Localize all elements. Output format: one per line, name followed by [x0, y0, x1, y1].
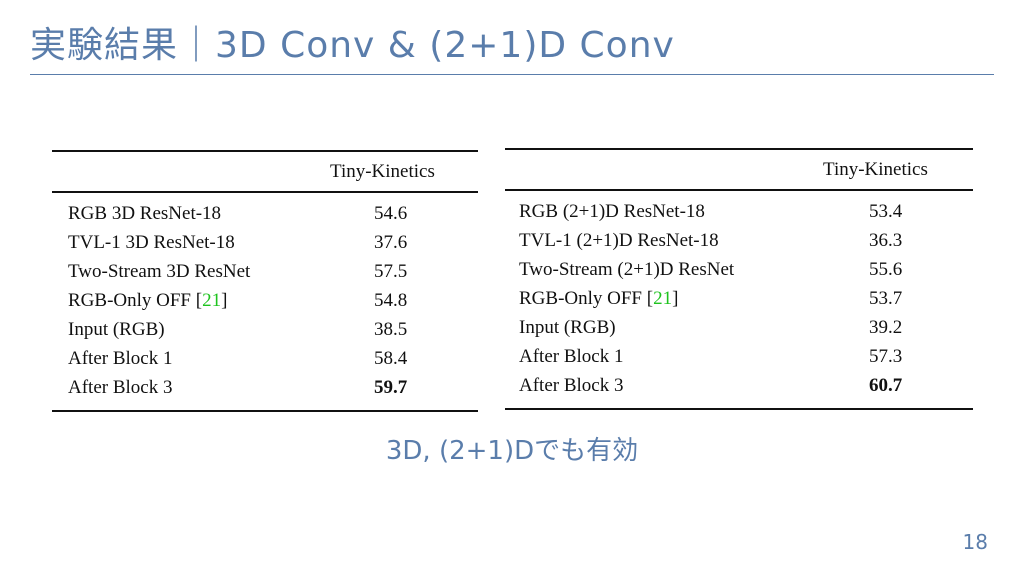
table-row: RGB-Only OFF [21] 54.8 — [52, 286, 478, 315]
score-value: 57.3 — [869, 346, 903, 367]
best-score-value: 59.7 — [374, 377, 408, 398]
method-name: Two-Stream 3D ResNet — [68, 261, 251, 282]
page-number: 18 — [962, 530, 988, 554]
score-value: 36.3 — [869, 230, 903, 251]
column-header-tiny-kinetics: Tiny-Kinetics — [330, 161, 435, 182]
method-name-suffix: ] — [672, 288, 679, 309]
method-name: Two-Stream (2+1)D ResNet — [519, 259, 735, 280]
score-value: 39.2 — [869, 317, 903, 338]
score-value: 37.6 — [374, 232, 408, 253]
table-row: After Block 3 59.7 — [52, 373, 478, 411]
table-row: RGB-Only OFF [21] 53.7 — [505, 284, 973, 313]
method-name: RGB-Only OFF [21] — [52, 286, 374, 315]
method-name: After Block 3 — [519, 375, 624, 396]
table-3d-conv-results: Tiny-Kinetics RGB 3D ResNet-18 54.6 TVL-… — [52, 150, 478, 412]
table-row: Two-Stream (2+1)D ResNet 55.6 — [505, 255, 973, 284]
table-row: RGB 3D ResNet-18 54.6 — [52, 192, 478, 228]
score-value: 53.7 — [869, 288, 903, 309]
table-row: Input (RGB) 39.2 — [505, 313, 973, 342]
table-row: After Block 1 58.4 — [52, 344, 478, 373]
score-value: 53.4 — [869, 201, 903, 222]
table-row: TVL-1 (2+1)D ResNet-18 36.3 — [505, 226, 973, 255]
method-name: TVL-1 3D ResNet-18 — [68, 232, 235, 253]
best-score-value: 60.7 — [869, 375, 903, 396]
table-row: After Block 3 60.7 — [505, 371, 973, 409]
slide-title: 実験結果｜3D Conv & (2+1)D Conv — [30, 25, 675, 66]
method-name: RGB 3D ResNet-18 — [68, 203, 222, 224]
method-name: After Block 1 — [519, 346, 624, 367]
citation-link[interactable]: 21 — [202, 290, 222, 311]
method-name-prefix: RGB-Only OFF [ — [519, 288, 654, 309]
score-value: 54.8 — [374, 290, 408, 311]
table-row: Input (RGB) 38.5 — [52, 315, 478, 344]
table-2plus1d-conv-results: Tiny-Kinetics RGB (2+1)D ResNet-18 53.4 … — [505, 148, 973, 410]
table-row: Two-Stream 3D ResNet 57.5 — [52, 257, 478, 286]
citation-link[interactable]: 21 — [653, 288, 673, 309]
method-name: After Block 1 — [68, 348, 173, 369]
score-value: 54.6 — [374, 203, 408, 224]
table-header-row: Tiny-Kinetics — [505, 149, 973, 190]
score-value: 58.4 — [374, 348, 408, 369]
score-value: 55.6 — [869, 259, 903, 280]
table-row: After Block 1 57.3 — [505, 342, 973, 371]
method-name: After Block 3 — [68, 377, 173, 398]
method-name: Input (RGB) — [519, 317, 616, 338]
method-name: RGB (2+1)D ResNet-18 — [519, 201, 705, 222]
table-row: TVL-1 3D ResNet-18 37.6 — [52, 228, 478, 257]
method-name-suffix: ] — [221, 290, 228, 311]
score-value: 57.5 — [374, 261, 408, 282]
method-name: Input (RGB) — [68, 319, 165, 340]
slide-caption: 3D, (2+1)Dでも有効 — [385, 436, 639, 466]
table-header-row: Tiny-Kinetics — [52, 151, 478, 192]
method-name: RGB-Only OFF [21] — [505, 284, 869, 313]
column-header-tiny-kinetics: Tiny-Kinetics — [823, 159, 928, 180]
method-name: TVL-1 (2+1)D ResNet-18 — [519, 230, 719, 251]
method-name-prefix: RGB-Only OFF [ — [68, 290, 203, 311]
title-underline — [30, 74, 994, 75]
table-row: RGB (2+1)D ResNet-18 53.4 — [505, 190, 973, 226]
score-value: 38.5 — [374, 319, 408, 340]
